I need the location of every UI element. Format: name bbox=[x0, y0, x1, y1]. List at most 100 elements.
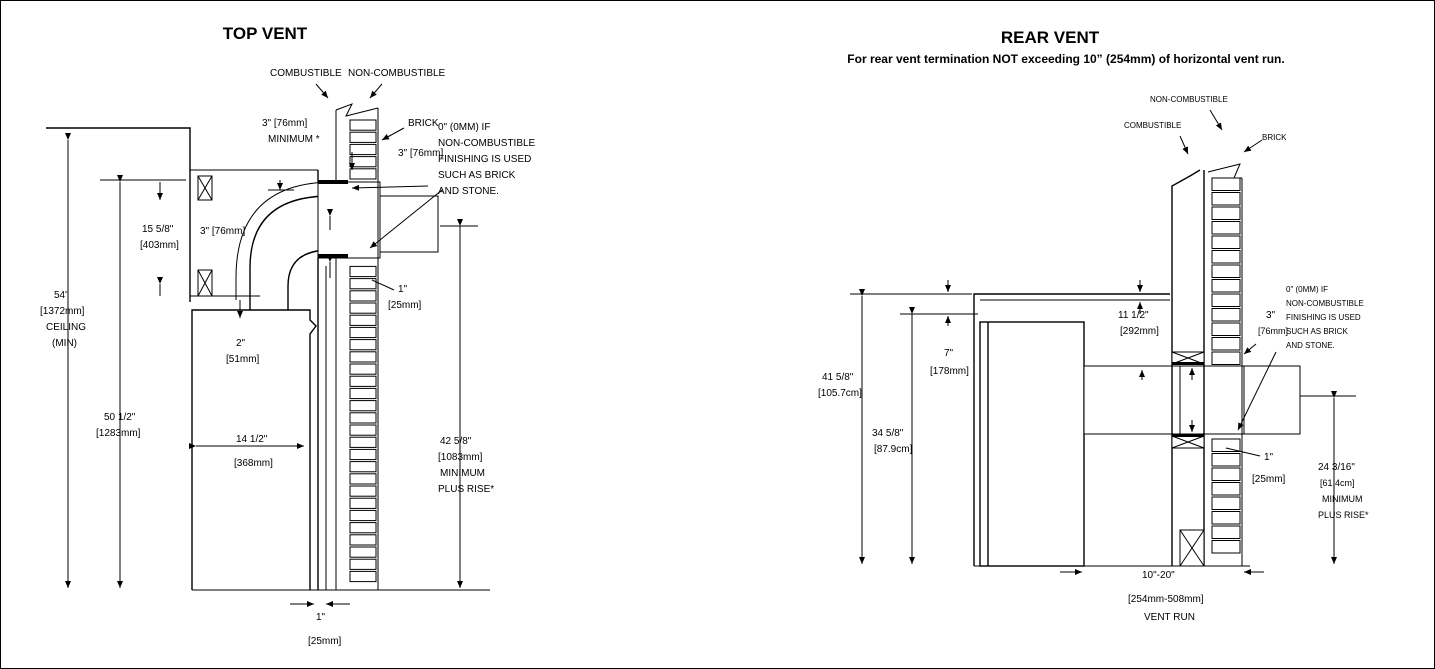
rear-label-vent-run: VENT RUN bbox=[1144, 612, 1195, 623]
brick-wall bbox=[349, 119, 377, 583]
label-wall-3in: 3" [76mm] bbox=[398, 148, 443, 159]
brick bbox=[1211, 177, 1241, 191]
brick bbox=[349, 485, 377, 497]
brick bbox=[1211, 467, 1241, 481]
label-42in: 42 5/8" bbox=[440, 436, 472, 447]
rear-label-non-combustible: NON-COMBUSTIBLE bbox=[1150, 95, 1228, 104]
brick bbox=[349, 534, 377, 546]
vent-termination bbox=[379, 195, 439, 253]
label-1in-b: 1" bbox=[316, 612, 326, 623]
label-1in-b-mm: [25mm] bbox=[308, 636, 342, 647]
label-combustible: COMBUSTIBLE bbox=[270, 68, 342, 79]
brick bbox=[349, 326, 377, 339]
label-54in-mm: [1372mm] bbox=[40, 306, 85, 317]
brick bbox=[1211, 351, 1241, 365]
brick bbox=[1211, 453, 1241, 467]
label-50in: 50 1/2" bbox=[104, 412, 136, 423]
label-non-combustible: NON-COMBUSTIBLE bbox=[348, 68, 446, 79]
rear-label-24in-cm: [61.4cm] bbox=[1320, 478, 1355, 488]
label-ceiling-min: (MIN) bbox=[52, 338, 77, 349]
brick bbox=[349, 436, 377, 448]
brick bbox=[349, 290, 377, 302]
rear-label-1in-mm: [25mm] bbox=[1252, 474, 1286, 485]
brick bbox=[349, 278, 377, 290]
wall-thimble bbox=[317, 181, 381, 259]
rear-label-7in: 7" bbox=[944, 348, 954, 359]
brick bbox=[349, 265, 377, 278]
rear-label-run-mm: [254mm-508mm] bbox=[1128, 594, 1204, 605]
rear-label-zero-5: AND STONE. bbox=[1286, 341, 1335, 350]
rear-vent-pipe bbox=[1083, 365, 1245, 435]
rear-label-24in-rise: PLUS RISE* bbox=[1318, 510, 1369, 520]
rear-vent-title: REAR VENT bbox=[1000, 28, 1100, 47]
label-15in: 15 5/8" bbox=[142, 224, 174, 235]
label-3in-min: 3" [76mm] bbox=[262, 118, 307, 129]
rear-label-1in: 1" bbox=[1264, 452, 1274, 463]
rear-label-zero-4: SUCH AS BRICK bbox=[1286, 327, 1348, 336]
brick bbox=[1211, 279, 1241, 293]
label-2in: 2" bbox=[236, 338, 246, 349]
brick bbox=[1211, 293, 1241, 307]
label-54in: 54" bbox=[54, 290, 69, 301]
brick bbox=[349, 509, 377, 522]
brick bbox=[1211, 235, 1241, 249]
brick bbox=[349, 522, 377, 534]
rear-label-24in: 24 3/16" bbox=[1318, 462, 1355, 473]
rear-vent-termination bbox=[1243, 365, 1301, 435]
label-zero-2: NON-COMBUSTIBLE bbox=[438, 138, 536, 149]
rear-label-11in: 11 1/2" bbox=[1118, 310, 1149, 321]
rear-label-brick: BRICK bbox=[1262, 133, 1287, 142]
brick bbox=[1211, 221, 1241, 235]
brick bbox=[349, 119, 377, 131]
label-elbow-3in: 3" [76mm] bbox=[200, 226, 245, 237]
brick bbox=[349, 497, 377, 509]
brick bbox=[349, 156, 377, 168]
label-3in-min-2: MINIMUM * bbox=[268, 134, 320, 145]
label-42in-rise: PLUS RISE* bbox=[438, 484, 494, 495]
rear-label-24in-min: MINIMUM bbox=[1322, 494, 1363, 504]
rear-label-3in-mm: [76mm] bbox=[1258, 326, 1288, 336]
top-vent-drawing bbox=[46, 83, 490, 607]
label-zero-3: FINISHING IS USED bbox=[438, 154, 531, 165]
brick bbox=[349, 131, 377, 143]
brick bbox=[349, 351, 377, 363]
rear-label-11in-mm: [292mm] bbox=[1120, 326, 1159, 337]
brick bbox=[1211, 482, 1241, 496]
brick bbox=[349, 302, 377, 314]
brick bbox=[349, 558, 377, 570]
top-vent-title: TOP VENT bbox=[222, 24, 308, 43]
brick bbox=[349, 387, 377, 400]
label-1in-a: 1" bbox=[398, 284, 408, 295]
brick bbox=[349, 424, 377, 436]
brick bbox=[1211, 192, 1241, 206]
label-brick: BRICK bbox=[408, 118, 439, 129]
label-15in-mm: [403mm] bbox=[140, 240, 179, 251]
brick bbox=[1211, 496, 1241, 510]
rear-label-7in-mm: [178mm] bbox=[930, 366, 969, 377]
brick bbox=[349, 339, 377, 351]
rear-label-34in: 34 5/8" bbox=[872, 428, 904, 439]
label-zero-4: SUCH AS BRICK bbox=[438, 170, 516, 181]
rear-brick-wall bbox=[1211, 177, 1241, 554]
brick bbox=[349, 546, 377, 558]
brick bbox=[349, 143, 377, 156]
label-42in-min: MINIMUM bbox=[440, 468, 485, 479]
brick bbox=[349, 473, 377, 485]
brick bbox=[349, 448, 377, 461]
brick bbox=[1211, 250, 1241, 264]
ceiling-line bbox=[46, 127, 191, 302]
rear-ceiling-line bbox=[973, 293, 1170, 566]
label-1in-a-mm: [25mm] bbox=[388, 300, 422, 311]
rear-label-run: 10"-20" bbox=[1142, 570, 1175, 581]
rear-label-34in-cm: [87.9cm] bbox=[874, 444, 913, 455]
brick bbox=[1211, 337, 1241, 351]
brick bbox=[1211, 206, 1241, 220]
rear-vent-drawing bbox=[850, 109, 1356, 575]
rear-label-41in-cm: [105.7cm] bbox=[818, 388, 862, 399]
label-14in: 14 1/2" bbox=[236, 434, 268, 445]
brick bbox=[349, 461, 377, 473]
label-2in-mm: [51mm] bbox=[226, 354, 260, 365]
rear-appliance-body bbox=[979, 321, 1085, 567]
brick bbox=[1211, 264, 1241, 278]
